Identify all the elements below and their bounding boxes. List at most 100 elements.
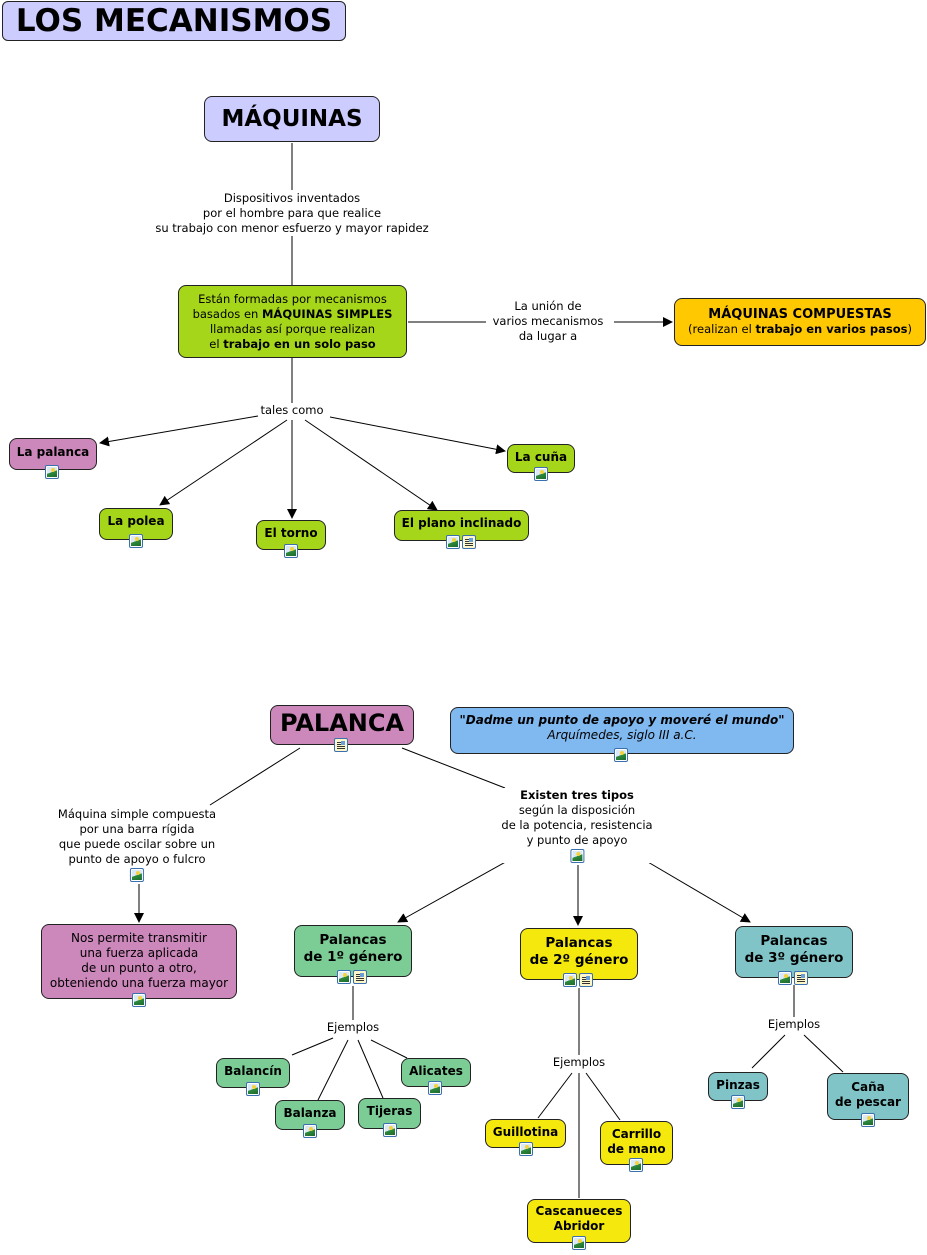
- image-icon[interactable]: [572, 1236, 586, 1250]
- node-label: Pinzas: [716, 1078, 760, 1092]
- document-icon[interactable]: [353, 970, 367, 984]
- simples-text: basados en: [192, 306, 262, 321]
- definition-line: por una barra rígida: [79, 822, 195, 836]
- definition-line: su trabajo con menor esfuerzo y mayor ra…: [155, 221, 429, 235]
- image-icon[interactable]: [629, 1158, 643, 1172]
- node-palancas-3-genero[interactable]: Palancas de 3º género: [735, 926, 853, 978]
- node-label: La polea: [107, 514, 165, 528]
- image-icon[interactable]: [534, 467, 548, 481]
- node-label: Tijeras: [366, 1104, 413, 1118]
- node-label: Guillotina: [492, 1125, 559, 1139]
- link-label-ejemplos-3: Ejemplos: [767, 1017, 821, 1032]
- node-palanca-purpose[interactable]: Nos permite transmitir una fuerza aplica…: [41, 924, 237, 999]
- image-icon[interactable]: [284, 544, 298, 558]
- simples-line: llamadas así porque realizan: [209, 321, 376, 336]
- link-ej1-balanza: [317, 1039, 349, 1101]
- image-icon[interactable]: [129, 868, 144, 882]
- arrow-tipos-g3: [635, 854, 751, 923]
- node-label: El plano inclinado: [401, 516, 522, 530]
- node-label: Abridor: [553, 1219, 605, 1233]
- simples-bold: MÁQUINAS SIMPLES: [261, 306, 393, 321]
- node-icons: [446, 535, 476, 549]
- definition-line: que puede oscilar sobre un: [58, 837, 216, 851]
- link-label-union: La unión de varios mecanismos da lugar a: [492, 299, 604, 344]
- node-quote-arquimedes[interactable]: "Dadme un punto de apoyo y moveré el mun…: [450, 707, 794, 754]
- image-icon[interactable]: [337, 970, 351, 984]
- compuestas-sub: (realizan el trabajo en varios pasos): [688, 322, 912, 337]
- node-label: La cuña: [514, 450, 568, 464]
- image-icon[interactable]: [446, 535, 460, 549]
- link-ej2-carrillo: [585, 1072, 621, 1121]
- node-icons: [501, 849, 652, 863]
- quote-text: "Dadme un punto de apoyo y moveré el mun…: [459, 713, 785, 727]
- image-icon[interactable]: [246, 1082, 260, 1096]
- map-title[interactable]: LOS MECANISMOS: [2, 1, 346, 41]
- purpose-line: de un punto a otro,: [81, 961, 197, 975]
- purpose-line: una fuerza aplicada: [79, 946, 199, 960]
- node-plano-inclinado[interactable]: El plano inclinado: [394, 510, 529, 541]
- image-icon[interactable]: [731, 1095, 745, 1109]
- link-label-tres-tipos: Existen tres tipos según la disposición …: [501, 788, 653, 863]
- genero-title: de 3º género: [744, 950, 844, 966]
- image-icon[interactable]: [383, 1123, 397, 1137]
- image-icon[interactable]: [303, 1124, 317, 1138]
- node-icons: [129, 534, 143, 548]
- image-icon[interactable]: [45, 465, 59, 479]
- node-icons: [58, 868, 216, 882]
- node-cascanueces-abridor[interactable]: Cascanueces Abridor: [527, 1199, 631, 1243]
- node-palancas-1-genero[interactable]: Palancas de 1º género: [294, 925, 412, 977]
- node-icons: [303, 1124, 317, 1138]
- node-label: Caña: [851, 1080, 885, 1094]
- union-line: La unión de: [514, 299, 582, 313]
- purpose-line: obteniendo una fuerza mayor: [49, 976, 229, 990]
- node-maquinas-simples[interactable]: Están formadas por mecanismos basados en…: [178, 285, 407, 358]
- document-icon[interactable]: [794, 971, 808, 985]
- arrow-tipos-g1: [397, 854, 519, 923]
- link-label-ejemplos-1: Ejemplos: [326, 1020, 380, 1035]
- simples-line: Están formadas por mecanismos: [198, 291, 387, 306]
- image-icon[interactable]: [570, 849, 584, 863]
- node-icons: [861, 1113, 875, 1127]
- simples-bold: trabajo en un solo paso: [223, 336, 376, 351]
- node-el-torno[interactable]: El torno: [256, 520, 326, 550]
- node-icons: [383, 1123, 397, 1137]
- image-icon[interactable]: [132, 993, 146, 1007]
- link-palanca-tipos: [401, 747, 506, 789]
- node-label: La palanca: [16, 445, 90, 459]
- compuestas-sub-bold: trabajo en varios pasos: [755, 322, 908, 336]
- quote-author: Arquímedes, siglo III a.C.: [547, 728, 697, 742]
- node-maquinas[interactable]: MÁQUINAS: [204, 96, 380, 142]
- image-icon[interactable]: [861, 1113, 875, 1127]
- link-label-definition-palanca: Máquina simple compuesta por una barra r…: [57, 807, 217, 882]
- image-icon[interactable]: [519, 1142, 533, 1156]
- link-ej1-tijeras: [357, 1039, 384, 1099]
- image-icon[interactable]: [778, 971, 792, 985]
- link-label-tales-como: tales como: [260, 403, 324, 418]
- document-icon[interactable]: [462, 535, 476, 549]
- link-ej3-cana: [803, 1034, 844, 1073]
- node-label: Carrillo: [611, 1127, 662, 1141]
- compuestas-title: MÁQUINAS COMPUESTAS: [708, 307, 892, 322]
- node-label: Balancín: [224, 1064, 282, 1078]
- node-maquinas-compuestas[interactable]: MÁQUINAS COMPUESTAS (realizan el trabajo…: [674, 298, 926, 346]
- arrow-cuna: [329, 416, 506, 455]
- node-icons: [334, 738, 348, 752]
- genero-title: de 1º género: [303, 949, 403, 965]
- tipos-bold: Existen tres tipos: [520, 788, 634, 802]
- node-icons: [337, 970, 367, 984]
- image-icon[interactable]: [563, 973, 577, 987]
- image-icon[interactable]: [129, 534, 143, 548]
- node-icons: [731, 1095, 745, 1109]
- arrow-palanca: [99, 415, 259, 447]
- map-title-text: LOS MECANISMOS: [15, 3, 333, 39]
- image-icon[interactable]: [428, 1081, 442, 1095]
- node-la-palanca[interactable]: La palanca: [9, 438, 97, 470]
- definition-line: Máquina simple compuesta: [57, 807, 217, 821]
- document-icon[interactable]: [334, 738, 348, 752]
- node-label: de pescar: [835, 1095, 901, 1109]
- node-carrillo-de-mano[interactable]: Carrillo de mano: [600, 1121, 673, 1165]
- node-palancas-2-genero[interactable]: Palancas de 2º género: [520, 928, 638, 980]
- document-icon[interactable]: [579, 973, 593, 987]
- image-icon[interactable]: [614, 748, 628, 762]
- compuestas-sub-text: (realizan el: [688, 322, 756, 336]
